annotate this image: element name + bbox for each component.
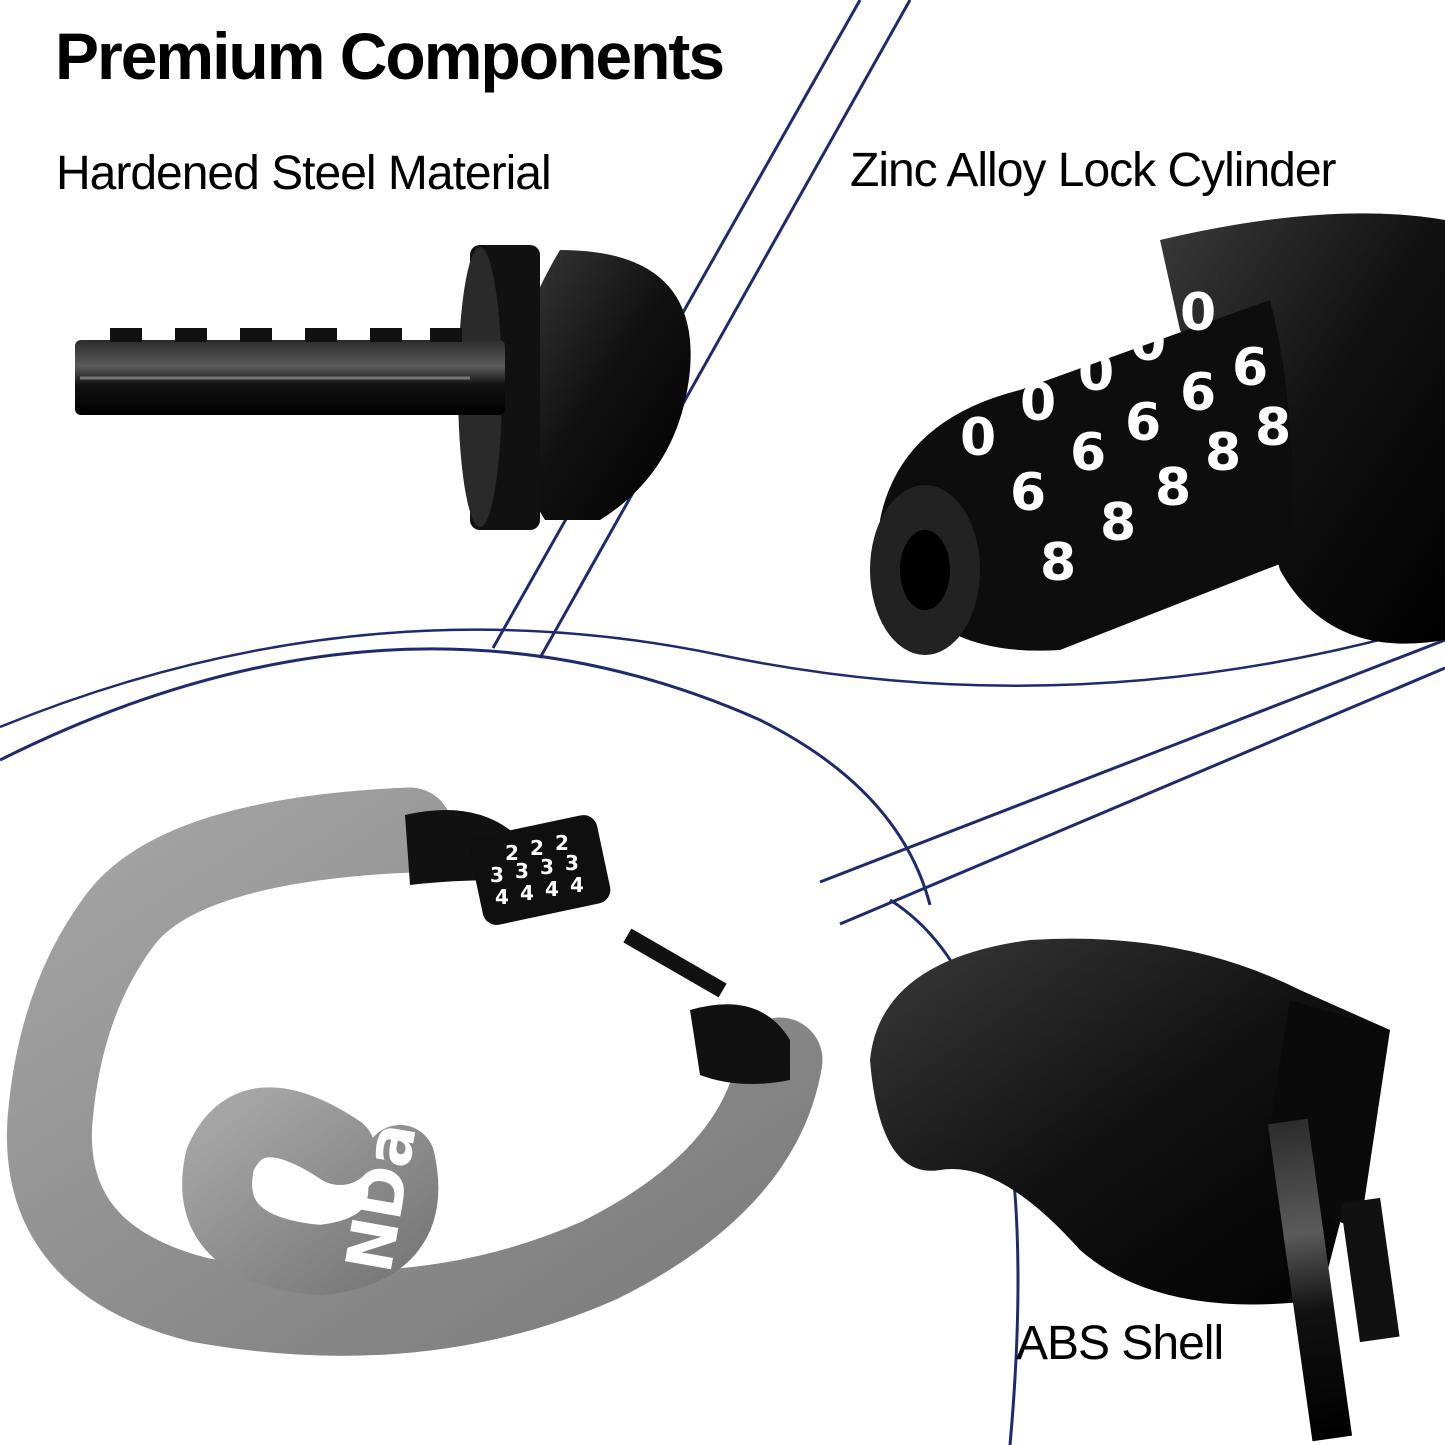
dial-digit: 8: [1155, 458, 1191, 518]
dial-digit: 6: [1125, 393, 1161, 453]
zinc-cylinder-image: 0 0 0 0 0 6 6 6 6 6 8 8 8 8 8: [870, 213, 1445, 655]
dial-digit: 4: [545, 877, 559, 901]
abs-shell-image: [870, 938, 1400, 1442]
page-title: Premium Components: [55, 19, 725, 93]
dial-digit: 4: [570, 873, 584, 897]
dial-digit: 8: [1100, 493, 1136, 553]
dial-digit: 0: [1078, 343, 1114, 403]
dial-digit: 3: [490, 863, 504, 887]
dial-digit: 0: [960, 408, 996, 468]
dial-digit: 3: [565, 851, 579, 875]
dial-digit: 8: [1040, 533, 1076, 593]
dial-digit: 6: [1232, 338, 1268, 398]
dial-digit: 0: [1020, 373, 1056, 433]
dial-digit: 4: [520, 881, 534, 905]
steel-material-label: Hardened Steel Material: [56, 147, 552, 200]
dial-digit: 4: [495, 885, 509, 909]
dial-digit: 6: [1070, 423, 1106, 483]
dial-digit: 3: [540, 855, 554, 879]
dial-digit: 0: [1180, 283, 1216, 343]
dial-digit: 8: [1255, 398, 1291, 458]
dial-digit: 6: [1180, 363, 1216, 423]
abs-shell-label: ABS Shell: [1016, 1317, 1224, 1370]
dial-digit: 2: [530, 836, 544, 860]
dial-digit: 3: [515, 859, 529, 883]
chain-lock-image: NDakter 2 2 2 3 3 3 3 4 4 4 4: [6, 787, 823, 1356]
dial-digit: 8: [1205, 423, 1241, 483]
dial-digit: 2: [505, 841, 519, 865]
dial-digit: 6: [1010, 463, 1046, 523]
zinc-cylinder-label: Zinc Alloy Lock Cylinder: [850, 144, 1337, 197]
steel-shackle-image: [75, 245, 691, 530]
dial-digit: 0: [1130, 313, 1166, 373]
dial-digit: 2: [555, 831, 569, 855]
